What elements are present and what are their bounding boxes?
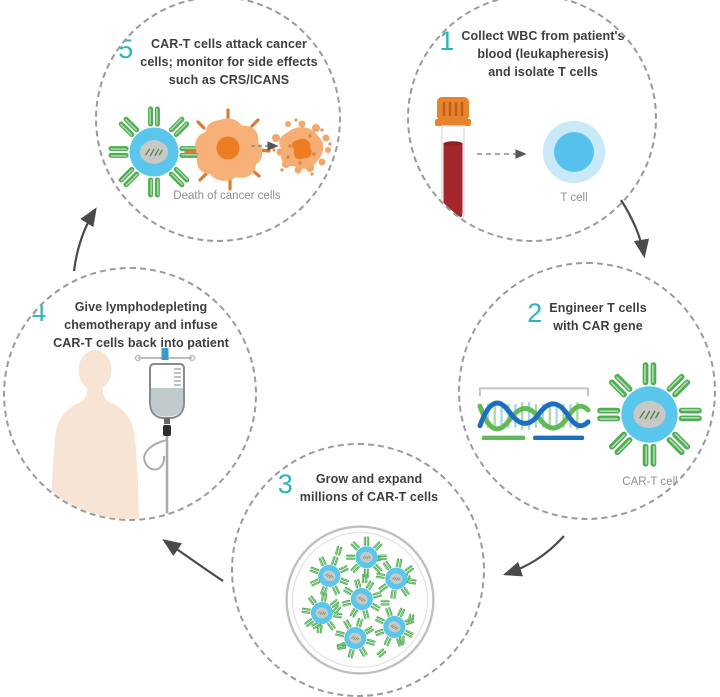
dashed-arrow-icon: [477, 149, 527, 159]
t-cell-illustration: [542, 120, 606, 184]
car-t-cell-illustration: [592, 357, 707, 472]
step-3-heading: 3 Grow and expand millions of CAR-T cell…: [233, 469, 483, 507]
arrow-step-3-to-4: [162, 539, 224, 582]
iv-bag-illustration: [134, 348, 196, 519]
patient-silhouette-illustration: [51, 350, 139, 519]
step-3-number: 3: [277, 469, 293, 499]
arrow-step-4-to-5: [72, 207, 97, 272]
step-2-circle: 2 Engineer T cells with CAR gene CAR-T c…: [458, 262, 716, 520]
step-5-heading: 5 CAR-T cells attack cancer cells; monit…: [97, 34, 339, 89]
dashed-arrow-icon: [251, 141, 279, 151]
step-2-text: Engineer T cells with CAR gene: [549, 301, 647, 333]
arrow-step-1-to-2: [620, 199, 650, 259]
step-5-circle: 5 CAR-T cells attack cancer cells; monit…: [95, 0, 341, 242]
arrow-step-2-to-3: [502, 535, 565, 577]
step-4-circle: 4 Give lymphodepleting chemotherapy and …: [3, 267, 257, 521]
dna-car-gene-illustration: [477, 387, 591, 441]
car-t-cell-label: CAR-T cell: [622, 476, 678, 488]
death-of-cancer-cells-label: Death of cancer cells: [173, 190, 281, 202]
step-2-heading: 2 Engineer T cells with CAR gene: [460, 298, 714, 336]
step-4-number: 4: [31, 297, 47, 327]
step-1-heading: 1 Collect WBC from patient's blood (leuk…: [409, 26, 655, 81]
step-1-number: 1: [439, 26, 455, 56]
step-3-circle: 3 Grow and expand millions of CAR-T cell…: [231, 443, 485, 697]
step-5-text: CAR-T cells attack cancer cells; monitor…: [140, 37, 318, 87]
step-1-text: Collect WBC from patient's blood (leukap…: [461, 29, 625, 79]
t-cell-label: T cell: [560, 192, 588, 204]
step-2-number: 2: [527, 298, 543, 328]
step-1-circle: 1 Collect WBC from patient's blood (leuk…: [407, 0, 657, 242]
step-4-heading: 4 Give lymphodepleting chemotherapy and …: [5, 297, 255, 352]
petri-dish-illustration: [285, 525, 435, 675]
step-5-number: 5: [118, 34, 134, 64]
step-3-text: Grow and expand millions of CAR-T cells: [299, 472, 439, 504]
step-4-text: Give lymphodepleting chemotherapy and in…: [53, 300, 229, 350]
dying-cancer-cell-illustration: [272, 118, 332, 176]
cancer-cell-illustration: [184, 108, 271, 191]
blood-tube-illustration: [435, 97, 471, 227]
